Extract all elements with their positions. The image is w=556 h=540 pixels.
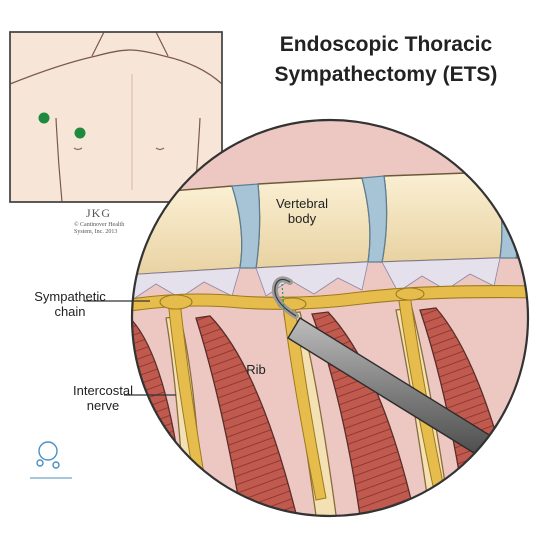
magnified-view-border bbox=[130, 118, 530, 518]
label-vertebral-line-2: body bbox=[287, 211, 317, 226]
label-vertebral-body: Vertebral body bbox=[262, 196, 342, 226]
label-intercostal-nerve: Intercostal nerve bbox=[58, 383, 148, 413]
diagram-title: Endoscopic Thoracic Sympathectomy (ETS) bbox=[236, 30, 536, 90]
label-vertebral-line-1: Vertebral bbox=[275, 196, 329, 211]
label-sympathetic-line-1: Sympathetic bbox=[34, 289, 106, 304]
title-line-2: Sympathectomy (ETS) bbox=[274, 63, 498, 86]
title-line-1: Endoscopic Thoracic bbox=[279, 33, 493, 56]
port-marker-upper bbox=[38, 112, 50, 124]
label-leader-lines bbox=[84, 300, 176, 396]
artist-initials: JKG bbox=[86, 206, 112, 220]
label-rib: Rib bbox=[246, 362, 266, 377]
label-intercostal-line-2: nerve bbox=[86, 398, 120, 413]
chest-inset bbox=[9, 31, 223, 203]
copyright-line-2: System, Inc. 2013 bbox=[74, 229, 118, 235]
copyright-text: © Cantinover Health System, Inc. 2013 bbox=[74, 222, 124, 236]
label-intercostal-line-1: Intercostal bbox=[73, 383, 133, 398]
copyright-line-1: © Cantinover Health bbox=[74, 222, 125, 228]
label-sympathetic-chain: Sympathetic chain bbox=[22, 289, 118, 319]
logo-mark bbox=[30, 441, 72, 479]
ligament-fringe bbox=[132, 257, 501, 301]
magnified-view bbox=[132, 120, 528, 516]
port-marker-lower bbox=[74, 127, 86, 139]
label-sympathetic-line-2: chain bbox=[54, 304, 86, 319]
